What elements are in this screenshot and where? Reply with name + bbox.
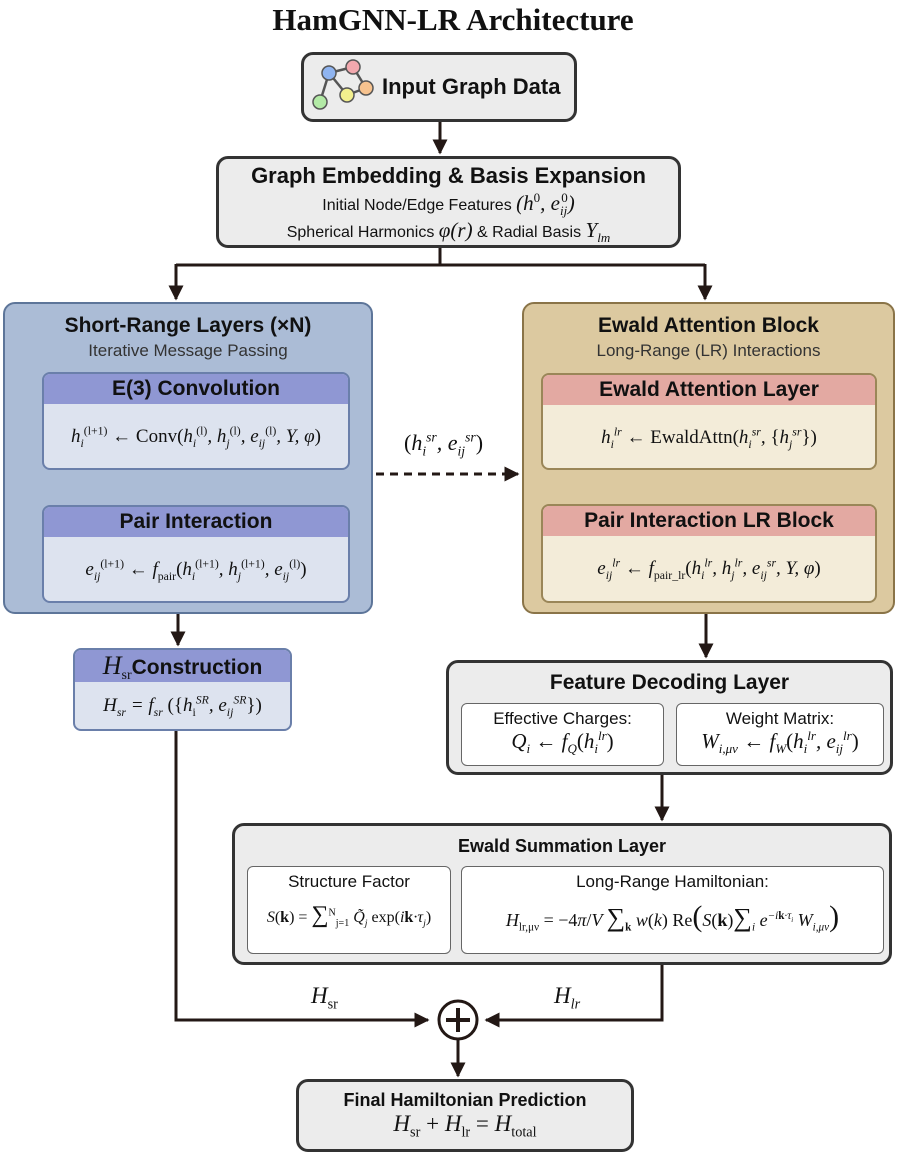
pair-interaction-box: Pair Interaction eij(l+1) ← fpair(hi(l+1… (42, 505, 350, 603)
effective-charges-box: Effective Charges: Qi ← fQ(hilr) (461, 703, 664, 766)
ewald-attn-equation: hilr ← EwaldAttn(hisr, {hjsr}) (601, 425, 817, 451)
bridge-label: (hisr, eijsr) (404, 429, 484, 459)
pair-lr-title: Pair Interaction LR Block (543, 506, 875, 536)
ewald-sum-title: Ewald Summation Layer (457, 836, 667, 856)
structure-factor-box: Structure Factor S(k) = ∑Nj=1 Q̃j exp(ik… (247, 866, 451, 954)
pair-interaction-lr-box: Pair Interaction LR Block eijlr ← fpair_… (541, 504, 877, 603)
ewald-attn-title: Ewald Attention Layer (543, 375, 875, 405)
final-title: Final Hamiltonian Prediction (343, 1090, 587, 1110)
conv-equation: hi(l+1) ← Conv(hi(l), hj(l), eij(l), Y, … (71, 424, 321, 450)
input-label: Input Graph Data (382, 74, 561, 99)
hsr-edge-label: Hsr (311, 983, 338, 1013)
sf-equation: S(k) = ∑Nj=1 Q̃j exp(ik·τj) (266, 902, 432, 930)
long-range-title: Ewald Attention Block (598, 314, 819, 337)
ewald-summation-layer-box: Ewald Summation Layer Structure Factor S… (232, 823, 892, 965)
split-line (176, 248, 705, 267)
graph-embedding-box: Graph Embedding & Basis Expansion Initia… (216, 156, 681, 248)
conv-title: E(3) Convolution (44, 374, 348, 404)
weight-matrix-box: Weight Matrix: Wi,μν ← fW(hilr, eijlr) (676, 703, 884, 766)
weights-equation: Wi,μν ← fW(hilr, eijlr) (701, 728, 859, 757)
lrh-equation: Hlr,μν = −4π/V ∑k w(k) Re(S(k)∑i e−ik·τi… (505, 900, 840, 934)
graph-network-icon (312, 59, 374, 110)
feature-decoding-layer-box: Feature Decoding Layer Effective Charges… (446, 660, 893, 775)
ewald-attention-layer-box: Ewald Attention Layer hilr ← EwaldAttn(h… (541, 373, 877, 470)
final-hamiltonian-box: Final Hamiltonian Prediction Hsr + Hlr =… (296, 1079, 634, 1152)
hlr-edge-label: Hlr (554, 983, 581, 1013)
page-title: HamGNN-LR Architecture (272, 2, 634, 37)
embedding-line-1: Initial Node/Edge Features (h0, eij0) (322, 190, 575, 219)
short-range-subtitle: Iterative Message Passing (88, 341, 288, 360)
long-range-subtitle: Long-Range (LR) Interactions (596, 341, 821, 360)
hsr-equation: Hsr = fsr ({hiSR, eijSR}) (103, 693, 262, 719)
weights-label: Weight Matrix: (725, 709, 835, 728)
pair-title: Pair Interaction (44, 507, 348, 537)
sum-node (437, 999, 479, 1041)
final-equation: Hsr + Hlr = Htotal (393, 1111, 537, 1141)
pair-lr-equation: eijlr ← fpair_lr(hilr, hjlr, eijsr, Y, φ… (597, 556, 821, 582)
hsr-title: HsrConstruction (75, 650, 290, 683)
input-graph-data-box: Input Graph Data (301, 52, 577, 122)
lrh-label: Long-Range Hamiltonian: (576, 872, 769, 891)
embedding-line-2: Spherical Harmonics φ(r) & Radial Basis … (286, 218, 611, 246)
charges-equation: Qi ← fQ(hilr) (511, 728, 614, 757)
hlr-path (484, 965, 664, 1028)
e3-convolution-box: E(3) Convolution hi(l+1) ← Conv(hi(l), h… (42, 372, 350, 470)
charges-label: Effective Charges: (493, 709, 632, 728)
hsr-path (174, 731, 430, 1028)
short-range-title: Short-Range Layers (×N) (64, 314, 312, 337)
embedding-title: Graph Embedding & Basis Expansion (251, 163, 646, 188)
sf-label: Structure Factor (288, 872, 410, 891)
hsr-construction-box: HsrConstruction Hsr = fsr ({hiSR, eijSR}… (73, 648, 292, 731)
pair-equation: eij(l+1) ← fpair(hi(l+1), hj(l+1), eij(l… (85, 557, 307, 583)
decoding-title: Feature Decoding Layer (549, 671, 790, 694)
long-range-hamiltonian-box: Long-Range Hamiltonian: Hlr,μν = −4π/V ∑… (461, 866, 884, 954)
